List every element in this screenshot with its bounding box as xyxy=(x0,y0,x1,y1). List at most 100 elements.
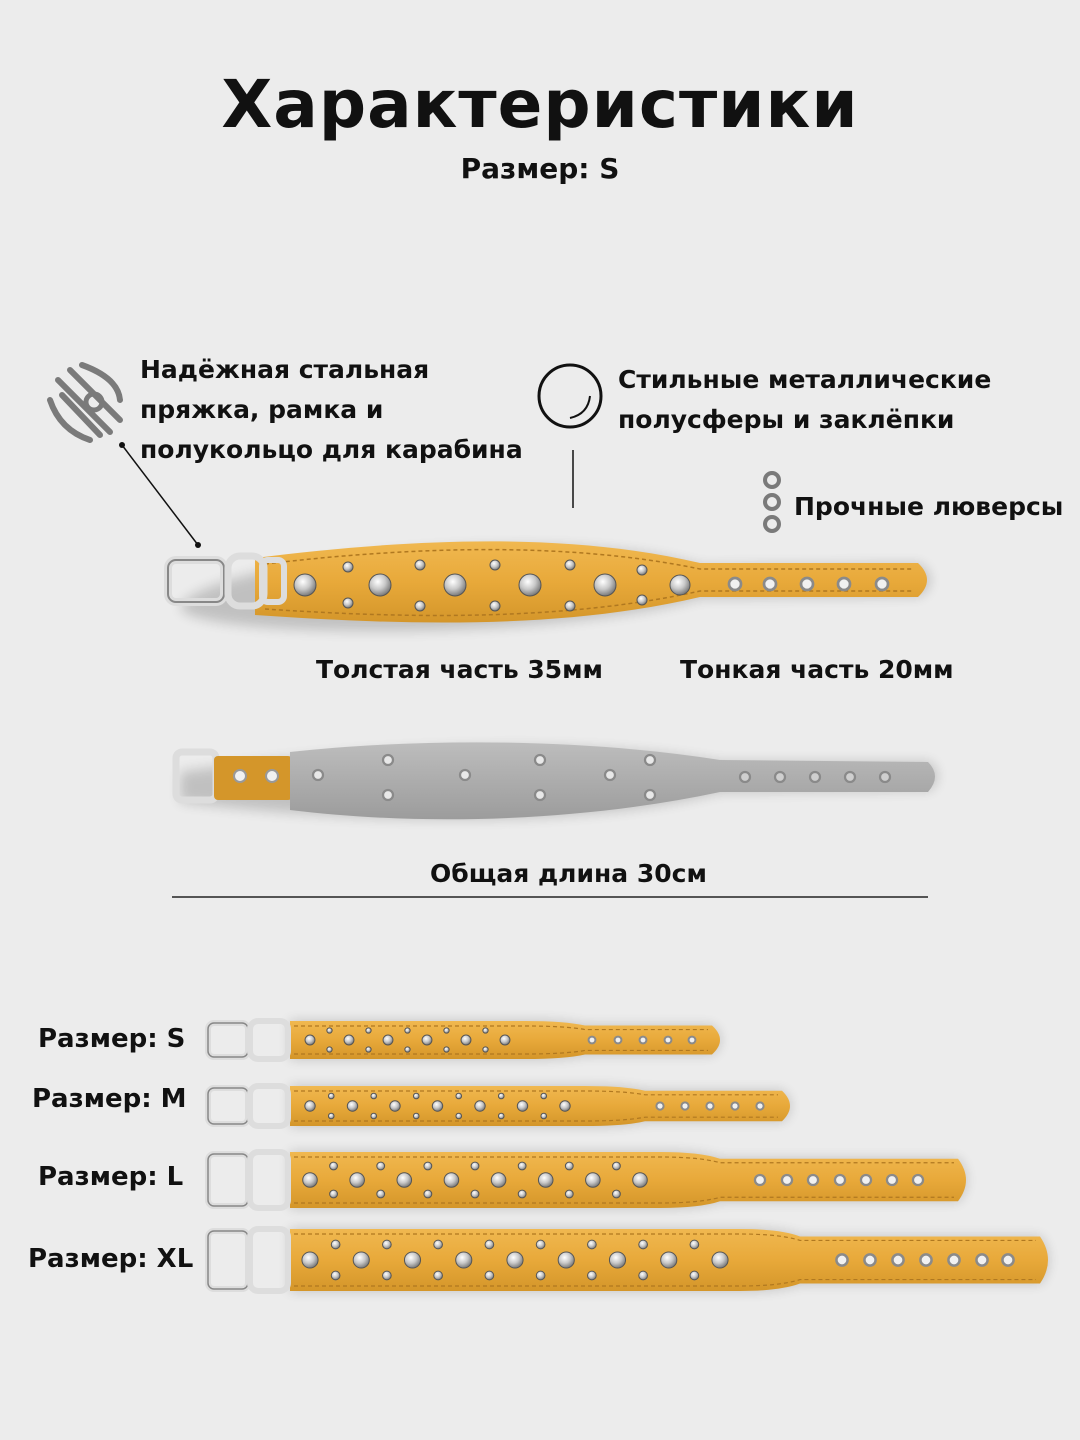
dome-stud xyxy=(669,574,691,596)
dome-stud xyxy=(460,1034,472,1046)
dome-stud xyxy=(396,1172,413,1188)
rivet xyxy=(482,1027,489,1034)
size-comparison-collars xyxy=(205,1018,1048,1294)
rivet xyxy=(455,1112,463,1120)
grommet xyxy=(773,770,787,784)
grommet xyxy=(885,1173,899,1187)
rivet xyxy=(443,1027,450,1034)
grommet xyxy=(835,1253,849,1267)
dome-stud xyxy=(632,1172,648,1188)
dome-stud xyxy=(443,1172,460,1188)
dome-stud xyxy=(403,1251,422,1269)
rivet xyxy=(404,1046,411,1053)
rivet xyxy=(370,1112,378,1120)
grommet xyxy=(919,1253,933,1267)
dome-stud xyxy=(349,1172,365,1188)
rivet xyxy=(423,1161,433,1171)
dome-stud xyxy=(304,1034,316,1046)
rivet xyxy=(376,1161,386,1171)
grommet xyxy=(780,1173,794,1187)
grommet xyxy=(859,1173,873,1187)
collar-back-view xyxy=(172,742,937,820)
rivet xyxy=(689,1270,700,1281)
dome-stud xyxy=(518,573,542,597)
grommet xyxy=(381,753,395,767)
rivet xyxy=(470,1161,480,1171)
dome-stud xyxy=(302,1172,318,1188)
total-length-label: Общая длина 30см xyxy=(430,859,707,888)
grommet-icon xyxy=(763,471,781,533)
rivet xyxy=(564,1189,574,1199)
size-collar xyxy=(205,1083,790,1129)
grommet xyxy=(643,788,657,802)
collar-front-studs xyxy=(293,559,890,612)
dome-stud xyxy=(304,1100,316,1112)
rivet xyxy=(636,594,648,606)
rivet xyxy=(564,600,576,612)
grommet xyxy=(613,1035,623,1045)
buckle-pointer-line xyxy=(121,444,199,546)
grommet xyxy=(874,576,890,592)
size-label-m: Размер: M xyxy=(32,1084,187,1114)
grommet xyxy=(975,1253,989,1267)
rivet xyxy=(638,1239,648,1250)
buckle-feature-label: Надёжная стальная пряжка, рамка и полуко… xyxy=(140,355,523,464)
dome-stud xyxy=(346,1100,359,1112)
grommet xyxy=(730,1101,740,1111)
rivet xyxy=(612,1161,621,1171)
grommet xyxy=(655,1101,665,1111)
rivet xyxy=(342,561,354,573)
rivet xyxy=(564,559,576,571)
collar-back-grommets xyxy=(311,753,892,802)
rivet xyxy=(326,1027,333,1034)
grommet xyxy=(947,1253,961,1267)
grommet xyxy=(738,770,752,784)
rivet xyxy=(423,1189,433,1199)
dome-stud xyxy=(516,1100,529,1112)
dome-stud xyxy=(293,573,317,597)
grommet xyxy=(836,576,852,592)
rivet xyxy=(414,600,426,612)
grommet xyxy=(1001,1253,1015,1267)
grommet xyxy=(808,770,822,784)
rivet xyxy=(404,1027,411,1034)
dome-stud xyxy=(431,1100,444,1112)
rivet xyxy=(329,1189,338,1199)
rivet xyxy=(470,1189,480,1199)
thin-part-label: Тонкая часть 20мм xyxy=(680,655,954,684)
rivet xyxy=(638,1270,648,1281)
grommet xyxy=(533,753,547,767)
stud-icon xyxy=(537,363,603,429)
rivet xyxy=(382,1239,392,1250)
page-title: Характеристики xyxy=(221,66,859,143)
grommets-feature-label: Прочные люверсы xyxy=(794,492,1064,521)
grommet xyxy=(891,1253,905,1267)
rivet xyxy=(412,1092,420,1100)
rivet xyxy=(342,597,354,609)
size-collar xyxy=(205,1149,966,1211)
dome-stud xyxy=(352,1251,370,1269)
rivet xyxy=(484,1239,495,1250)
dome-stud xyxy=(343,1034,355,1046)
rivet xyxy=(365,1027,372,1034)
rivet xyxy=(484,1270,495,1281)
grommet xyxy=(533,788,547,802)
grommet xyxy=(878,770,892,784)
rivet xyxy=(326,1046,333,1053)
grommet xyxy=(603,768,617,782)
grommet xyxy=(643,753,657,767)
rivet xyxy=(517,1161,527,1171)
rivet xyxy=(612,1189,621,1199)
rivet xyxy=(540,1092,548,1100)
size-label-s: Размер: S xyxy=(38,1024,186,1054)
rivet xyxy=(330,1270,341,1281)
rivet xyxy=(365,1046,372,1053)
size-collar xyxy=(205,1226,1048,1294)
dome-stud xyxy=(608,1251,627,1269)
rivet xyxy=(482,1046,489,1053)
rivet xyxy=(412,1112,420,1120)
dome-stud xyxy=(389,1100,401,1112)
rivet xyxy=(689,1239,700,1250)
rivet xyxy=(330,1239,341,1250)
